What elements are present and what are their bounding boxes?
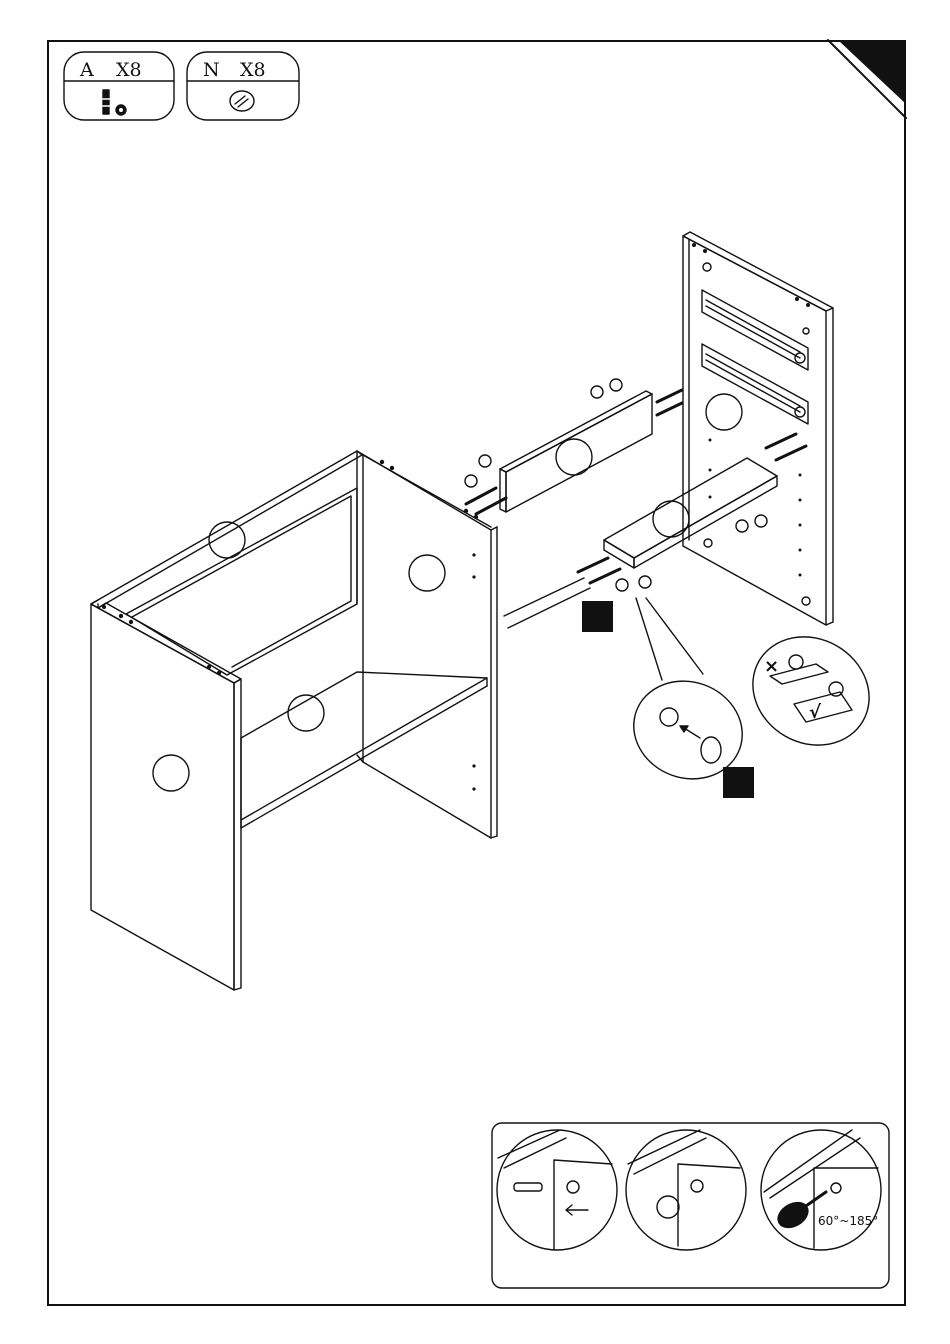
drawer-slide-upper <box>702 290 808 370</box>
back-opening <box>126 488 357 675</box>
part-letter-n: N <box>203 59 220 81</box>
drawer-side-panel <box>683 232 833 625</box>
desk-body <box>91 451 497 990</box>
corner-triangle <box>838 40 906 104</box>
instruction-panel <box>492 1123 889 1288</box>
hole-cover-icon <box>230 91 254 111</box>
right-orientation-mark: √ <box>809 702 822 723</box>
cam-bolt-icon <box>101 90 111 114</box>
part-qty-n: X8 <box>240 59 266 81</box>
instruction-step-2 <box>626 1130 746 1250</box>
shelf-cam-bolts <box>578 434 806 583</box>
front-rail <box>465 379 682 514</box>
cam-orientation-callout <box>733 616 889 766</box>
rail-cam-locks <box>465 379 622 487</box>
part-letter-a: A <box>79 59 94 81</box>
step-marker-2 <box>723 767 754 798</box>
step-marker-1 <box>582 601 613 632</box>
part-qty-a: X8 <box>116 59 142 81</box>
part-label-n: N X8 <box>187 52 299 120</box>
wrong-orientation-mark: × <box>764 656 779 677</box>
right-side-panel <box>357 451 491 838</box>
left-side-panel <box>91 604 234 990</box>
instruction-step-3 <box>761 1130 881 1250</box>
hole-cover-callout <box>620 598 756 794</box>
bottom-shelf <box>504 434 806 628</box>
drawer-slide-lower <box>702 344 808 424</box>
cam-lock-icon <box>116 105 126 115</box>
part-label-a: A X8 <box>64 52 174 120</box>
top-panel <box>91 451 362 608</box>
middle-shelf <box>241 672 487 820</box>
instruction-step-1 <box>497 1130 617 1250</box>
rail-cam-bolts <box>466 390 682 514</box>
rotation-angle-label: 60°~185° <box>818 1214 878 1228</box>
